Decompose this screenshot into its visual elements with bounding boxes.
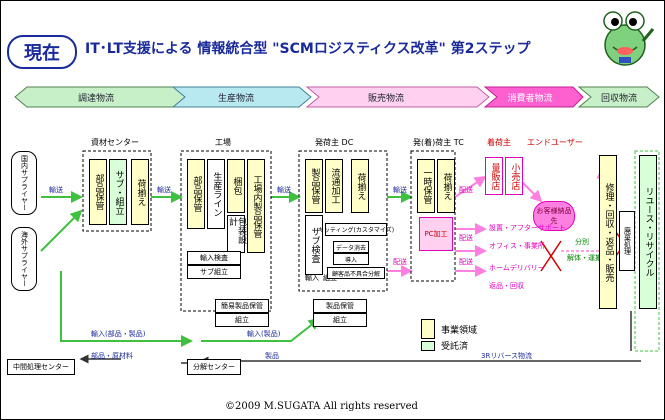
sub-simple-storage-2: 製品保管 [313, 299, 367, 313]
tc-temp-storage: 一時保管 [417, 159, 435, 213]
dc-kitting-customize: キッティング(カスタマイズ) [318, 223, 394, 236]
office-text: オフィス・事業所 [489, 242, 545, 250]
phase-consumer: 消費者物流 [507, 93, 553, 104]
label-delivery-4: 配送 [393, 258, 407, 266]
dc-label: 発荷主 DC [315, 138, 354, 147]
current-badge: 現在 [7, 35, 77, 69]
mc-parts-storage: 部品保管 [89, 159, 107, 225]
mc-kitting: 荷揃え [131, 159, 149, 225]
sub-assembly-1: 組立 [215, 313, 269, 327]
label-parts-raw: 部品・原材料 [91, 352, 133, 360]
customer-home: お客様納品先 [533, 201, 575, 231]
factory-production-line: 生産ライン [207, 159, 225, 229]
home-delivery-text: ホームデリバリー [489, 264, 545, 272]
dc-distribution-processing: 流通加工 [325, 159, 343, 213]
sub-simple-storage-1: 簡易製品保管 [215, 299, 269, 313]
dc-data-erase: データ消去 [333, 241, 369, 253]
consignee-store: 量販店 [485, 157, 503, 195]
factory-packaging: 梱包 [227, 159, 245, 213]
end-user-label: エンドユーザー [527, 138, 583, 147]
frog-mascot-icon [603, 11, 655, 66]
phase-procurement: 調達物流 [77, 93, 114, 104]
phase-band [14, 86, 660, 108]
phase-recovery: 回収物流 [600, 93, 637, 104]
label-delivery-3: 配送 [459, 258, 473, 266]
overseas-supplier: 海外サプライヤー [11, 227, 37, 291]
label-delivery-1: 配送 [459, 186, 473, 194]
legend-business-swatch [421, 319, 435, 339]
disassembly-center: 分解センター [187, 359, 241, 375]
dc-import: 輸入 [305, 274, 319, 282]
label-reverse: 3Rリバース物流 [481, 352, 532, 360]
intermediate-center: 中間処理センター [7, 359, 75, 375]
label-import-parts: 輸入(部品・製品) [91, 330, 146, 338]
dc-install: 導入 [333, 253, 369, 265]
label-product: 製品 [265, 352, 279, 360]
legend-outsourced: 受託済 [441, 342, 469, 352]
label-delivery-2: 配送 [459, 234, 473, 242]
recovery-reuse: リユース・リサイクル [639, 155, 657, 309]
dc-product-storage: 製品保管 [305, 159, 323, 213]
label-transport-4: 輸送 [393, 186, 407, 194]
installation-text: 設置・アフターサポート [489, 224, 566, 232]
factory-import-inspection: 輸入検査 [187, 251, 241, 265]
return-text: 返品・回収 [489, 282, 524, 290]
domestic-supplier: 国内サプライヤー [11, 151, 37, 215]
label-transport-3: 輸送 [277, 186, 291, 194]
label-transport-2: 輸送 [157, 186, 171, 194]
recovery-sort: 分別 [575, 238, 589, 246]
label-transport-1: 輸送 [49, 186, 63, 194]
factory-sub-assembly: サブ組立 [187, 265, 241, 279]
label-import-goods: 輸入(製品) [247, 330, 281, 338]
tc-label: 発(着)荷主 TC [413, 138, 464, 147]
legend-business-area: 事業領域 [441, 326, 478, 336]
dc-kitting: 荷揃え [351, 159, 369, 213]
recovery-collection: 解体・運搬 [567, 254, 602, 262]
factory-in-plant-storage: 工場内製品保管 [247, 159, 265, 253]
factory-packaging-design: 包装設計 [227, 215, 246, 253]
dc-customer-defect: 顧客品不具合分解 [327, 267, 385, 279]
legend-outsourced-swatch [421, 341, 435, 351]
phase-production: 生産物流 [217, 93, 254, 104]
sub-assembly-2: 組立 [313, 313, 367, 327]
materials-center-label: 資材センター [91, 138, 139, 147]
consignee-small-store: 小売店 [505, 157, 523, 195]
mc-sub-assembly: サブ・組立 [109, 159, 127, 225]
recovery-repair: 修理・回収・返品・販売 [599, 155, 617, 309]
copyright: ©2009 M.SUGATA All rights reserved [225, 401, 418, 412]
factory-label: 工場 [215, 138, 231, 147]
consignee-label: 着荷主 [487, 138, 511, 147]
tc-pc-processing: PC加工 [419, 217, 453, 251]
tc-kitting: 荷揃え [437, 159, 455, 213]
page-title: IT･LT支援による 情報統合型 "SCMロジスティクス改革" 第2ステップ [85, 41, 531, 57]
recovery-waste: 廃棄処理 [619, 211, 635, 271]
phase-sales: 販売物流 [367, 93, 404, 104]
dc-sub-inspection: サブ検査 [305, 215, 323, 275]
factory-parts-storage: 部品保管 [187, 159, 205, 229]
